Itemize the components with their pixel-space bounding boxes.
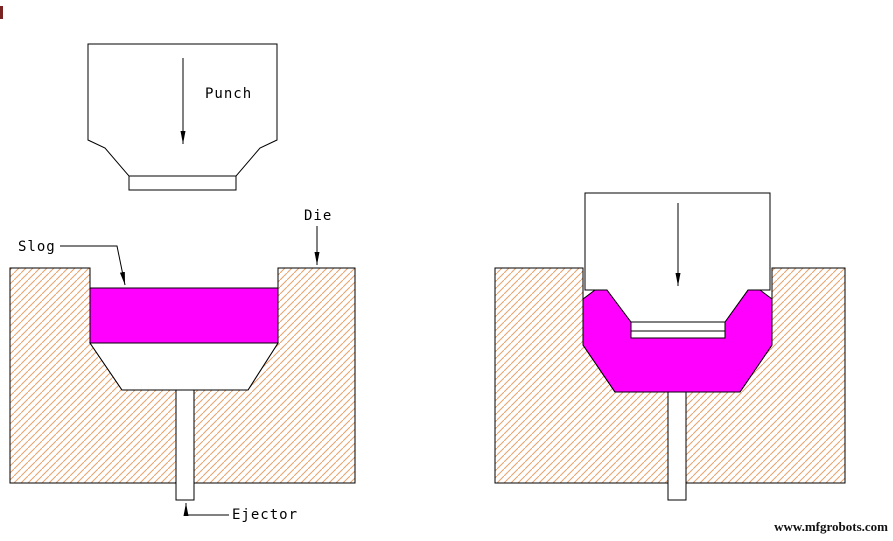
punch-label: Punch bbox=[205, 86, 252, 102]
ejector-pin bbox=[175, 389, 195, 501]
die-cavity-outline bbox=[89, 342, 279, 391]
screenshot-artifact bbox=[0, 6, 3, 19]
stage-before-forming: Punch Slog Die Ejector bbox=[9, 43, 356, 523]
slug-label: Slog bbox=[18, 239, 56, 255]
slug bbox=[89, 287, 279, 344]
ejector-label: Ejector bbox=[232, 507, 298, 523]
ejector-pin bbox=[667, 391, 687, 501]
die-label: Die bbox=[304, 208, 332, 224]
ejector-leader-arrow-icon bbox=[183, 503, 229, 516]
slug-leader-arrow-icon bbox=[60, 245, 126, 286]
watermark-text: www.mfgrobots.com bbox=[774, 519, 888, 534]
stage-during-forming bbox=[494, 192, 846, 501]
